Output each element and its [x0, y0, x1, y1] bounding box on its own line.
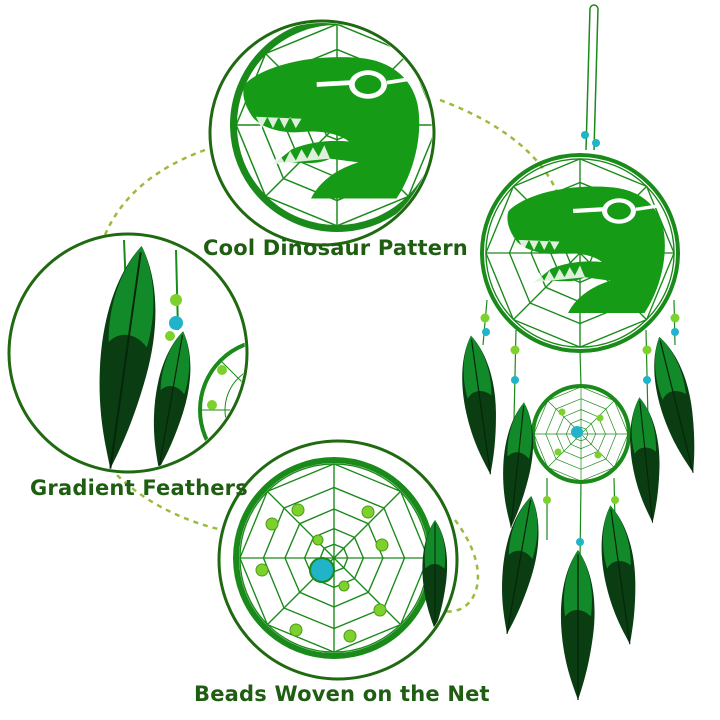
zoom-dinosaur-pattern [208, 19, 436, 247]
zoom-gradient-feathers [7, 232, 249, 474]
zoom-beads-on-net [217, 439, 459, 681]
small-hoop [531, 384, 631, 484]
dreamcatcher-product [454, 4, 709, 700]
caption-gradient-feathers: Gradient Feathers [30, 476, 248, 500]
caption-beads-woven: Beads Woven on the Net [194, 682, 490, 706]
caption-dinosaur-pattern: Cool Dinosaur Pattern [203, 236, 468, 260]
net-icon [239, 463, 429, 653]
dashed-connector-arc [103, 98, 562, 613]
